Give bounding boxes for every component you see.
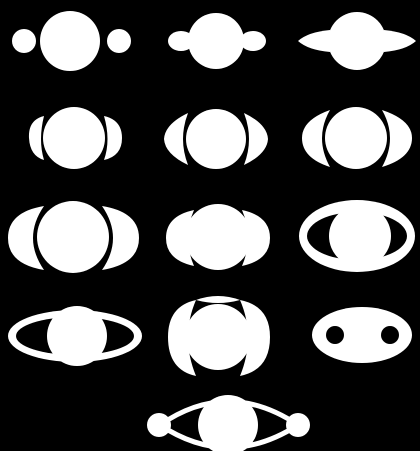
panel-7-globe-with-broad-arcs [8, 201, 139, 273]
panel-9-globe-in-ring [299, 200, 415, 272]
panel-11-globe-with-tall-crescents [168, 296, 270, 376]
panel-5-globe-with-thin-crescents [164, 109, 268, 169]
panel-12-ellipse-with-holes [312, 307, 412, 363]
panel-6-globe-with-wide-crescents [302, 107, 412, 169]
